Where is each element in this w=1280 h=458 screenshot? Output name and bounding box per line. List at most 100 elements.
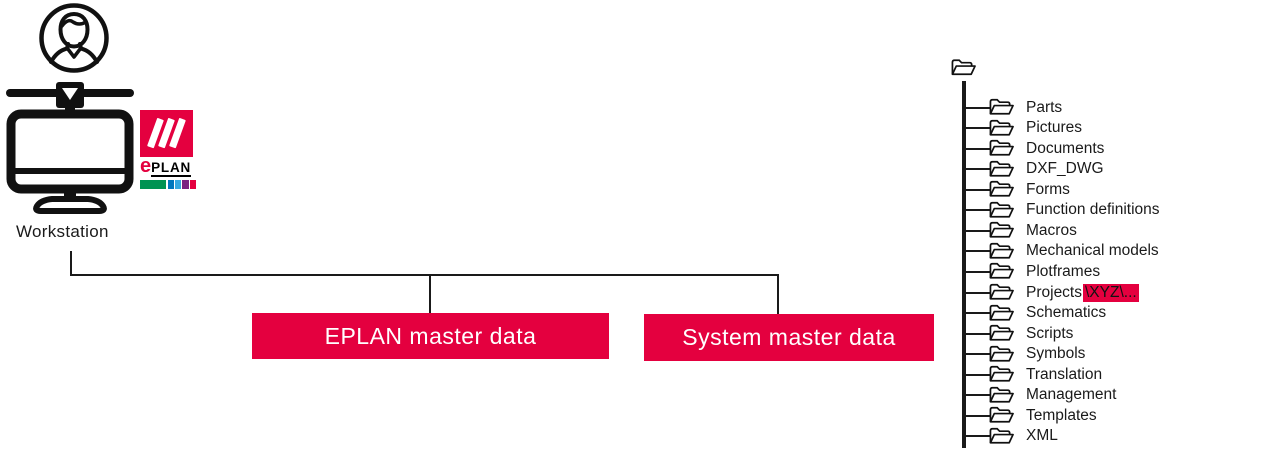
tree-item-parts: Parts: [1026, 98, 1062, 118]
open-folder-icon: [989, 242, 1014, 259]
open-folder-icon: [989, 345, 1014, 362]
tree-item-pictures: Pictures: [1026, 118, 1082, 138]
tree-item-label: Parts: [1026, 98, 1063, 116]
tree-item-label: Symbols: [1026, 345, 1086, 363]
tree-branch-line: [963, 291, 990, 294]
open-folder-icon: [989, 222, 1014, 238]
tree-folder-icon-wrap: [989, 221, 1014, 239]
eplan-logo-color-bars: [140, 180, 197, 189]
tree-branch-line: [963, 127, 990, 130]
open-folder-icon: [989, 386, 1014, 403]
workstation-monitor-icon: [6, 82, 134, 214]
tree-branch-line: [963, 414, 990, 417]
tree-item-highlight: \XYZ\...: [1083, 283, 1139, 302]
open-folder-icon: [989, 181, 1014, 197]
connector-vertical-workstation: [70, 251, 72, 275]
person-icon: [39, 3, 109, 73]
tree-folder-icon-wrap: [989, 119, 1014, 137]
tree-item-label: Macros: [1026, 221, 1077, 239]
tree-folder-icon-wrap: [989, 283, 1014, 301]
open-folder-icon: [989, 407, 1014, 423]
tree-branch-line: [963, 209, 990, 212]
connector-vertical-eplan-box: [429, 276, 431, 313]
eplan-master-data-box: EPLAN master data: [252, 313, 609, 359]
tree-item-label: Translation: [1026, 365, 1103, 383]
tree-item-scripts: Scripts: [1026, 324, 1073, 344]
tree-item-label: Mechanical models: [1026, 242, 1159, 260]
eplan-logo-slashes-icon: [140, 110, 193, 157]
tree-folder-icon-wrap: [989, 406, 1014, 424]
tree-branch-line: [963, 312, 990, 315]
tree-item-plotframes: Plotframes: [1026, 262, 1100, 282]
tree-item-forms: Forms: [1026, 180, 1070, 200]
open-folder-icon: [989, 283, 1014, 300]
open-folder-icon: [989, 201, 1014, 218]
open-folder-icon: [989, 98, 1014, 115]
open-folder-icon: [989, 325, 1014, 341]
tree-item-label: Documents: [1026, 139, 1105, 157]
tree-item-symbols: Symbols: [1026, 344, 1085, 364]
tree-item-mechanical-models: Mechanical models: [1026, 241, 1159, 261]
tree-item-templates: Templates: [1026, 406, 1097, 426]
tree-branch-line: [963, 250, 990, 253]
tree-item-documents: Documents: [1026, 139, 1104, 159]
eplan-logo-e: e: [140, 155, 152, 177]
open-folder-icon: [989, 119, 1014, 136]
open-folder-icon: [989, 263, 1014, 280]
tree-folder-icon-wrap: [989, 427, 1014, 445]
tree-branch-line: [963, 270, 990, 273]
tree-item-label: Scripts: [1026, 324, 1074, 342]
root-folder-icon: [951, 59, 976, 76]
tree-branch-line: [963, 188, 990, 191]
tree-item-translation: Translation: [1026, 365, 1102, 385]
eplan-logo-plan: PLAN: [151, 160, 192, 177]
tree-item-schematics: Schematics: [1026, 303, 1106, 323]
tree-branch-line: [963, 168, 990, 171]
tree-branch-line: [963, 147, 990, 150]
tree-item-label: Function definitions: [1026, 201, 1160, 219]
connector-horizontal-main: [70, 274, 779, 276]
tree-item-label: Projects: [1026, 283, 1082, 301]
tree-folder-icon-wrap: [989, 98, 1014, 116]
tree-item-management: Management: [1026, 385, 1116, 405]
open-folder-icon: [989, 427, 1014, 444]
tree-item-label: Forms: [1026, 180, 1070, 198]
tree-folder-icon-wrap: [989, 201, 1014, 219]
tree-trunk-line: [961, 81, 966, 448]
tree-branch-line: [963, 353, 990, 356]
tree-branch-line: [963, 394, 990, 397]
tree-item-label: Management: [1026, 386, 1117, 404]
tree-item-label: Plotframes: [1026, 262, 1101, 280]
tree-item-function-definitions: Function definitions: [1026, 200, 1160, 220]
tree-item-label: Templates: [1026, 406, 1097, 424]
open-folder-icon: [989, 366, 1014, 382]
tree-item-label: DXF_DWG: [1026, 160, 1104, 178]
tree-item-label: Pictures: [1026, 119, 1082, 137]
tree-branch-line: [963, 373, 990, 376]
tree-folder-icon-wrap: [989, 262, 1014, 280]
tree-branch-line: [963, 106, 990, 109]
tree-item-dxf-dwg: DXF_DWG: [1026, 159, 1104, 179]
open-folder-icon: [989, 140, 1014, 156]
tree-folder-icon-wrap: [989, 180, 1014, 198]
tree-folder-icon-wrap: [989, 324, 1014, 342]
open-folder-icon: [989, 304, 1014, 321]
tree-item-label: Schematics: [1026, 304, 1107, 322]
tree-branch-line: [963, 229, 990, 232]
tree-folder-icon-wrap: [989, 365, 1014, 383]
tree-item-macros: Macros: [1026, 221, 1077, 241]
tree-branch-line: [963, 332, 990, 335]
tree-folder-icon-wrap: [989, 242, 1014, 260]
tree-folder-icon-wrap: [989, 345, 1014, 363]
tree-item-xml: XML: [1026, 426, 1058, 446]
tree-item-projects: Projects\XYZ\...: [1026, 283, 1139, 303]
tree-branch-line: [963, 435, 990, 438]
system-master-data-box: System master data: [644, 314, 934, 361]
tree-folder-icon-wrap: [989, 139, 1014, 157]
tree-item-label: XML: [1026, 427, 1058, 445]
connector-vertical-system-box: [777, 276, 779, 314]
